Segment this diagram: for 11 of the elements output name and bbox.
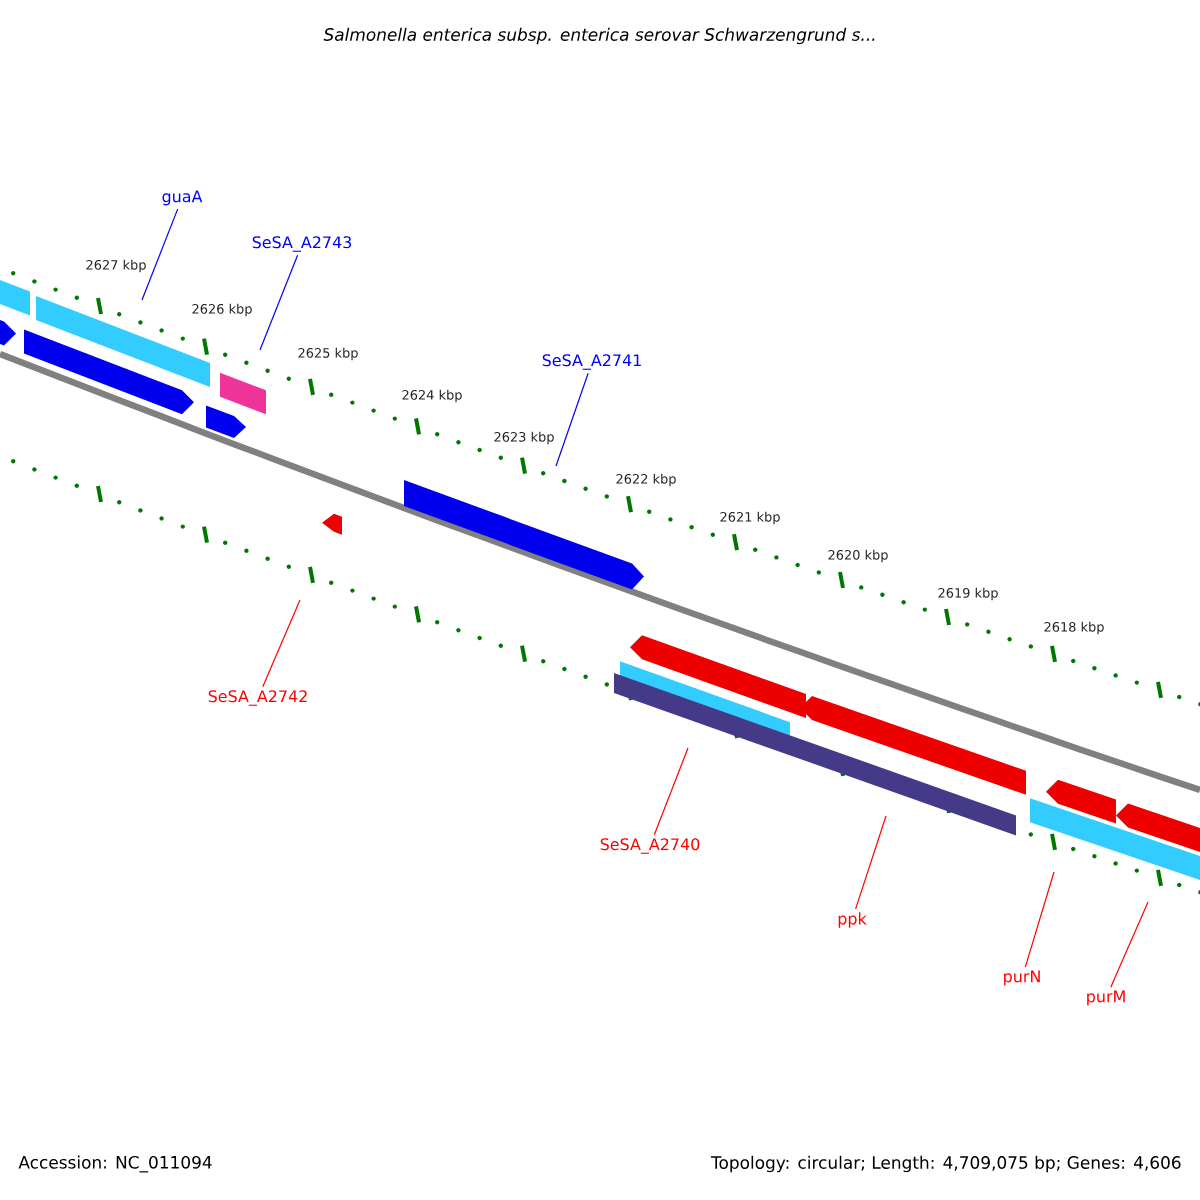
footer-text: Topology: circular; Length: 4,709,075 bp; Genes: 4,606 [710,1155,1181,1173]
leader-line [1110,901,1149,988]
footer-text: Accession: NC_011094 [18,1155,212,1173]
leader-line [259,254,299,351]
leader-line [653,747,689,836]
leader-line [555,372,589,467]
leader-line [262,599,301,688]
leader-line [1024,871,1055,968]
leader-line [141,208,179,301]
title: Salmonella enterica subsp. enterica serovar Schwarzengrund s... [323,27,875,45]
leader-line [855,815,887,910]
